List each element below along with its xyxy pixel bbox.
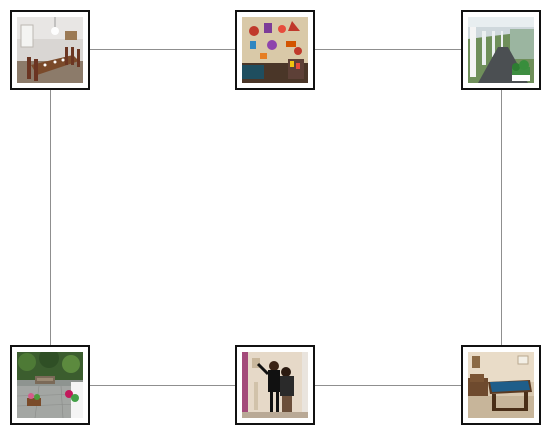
covered-porch-photo <box>468 17 534 83</box>
photo-tile-porch[interactable] <box>461 10 541 90</box>
connector-right <box>501 90 502 345</box>
decorated-playroom-photo <box>242 17 308 83</box>
connector-top-right <box>315 49 461 50</box>
people-at-wall-photo <box>242 352 308 418</box>
connector-bottom-left <box>90 385 235 386</box>
garden-patio-photo <box>17 352 83 418</box>
connector-top-left <box>90 49 235 50</box>
photo-tile-playroom[interactable] <box>235 10 315 90</box>
photo-tile-garden-patio[interactable] <box>10 345 90 425</box>
billiard-room-photo <box>468 352 534 418</box>
photo-tile-dining-room[interactable] <box>10 10 90 90</box>
photo-tile-billiard-room[interactable] <box>461 345 541 425</box>
connector-bottom-right <box>315 385 461 386</box>
photo-tile-people-at-wall[interactable] <box>235 345 315 425</box>
dining-room-photo <box>17 17 83 83</box>
connector-left <box>50 90 51 345</box>
